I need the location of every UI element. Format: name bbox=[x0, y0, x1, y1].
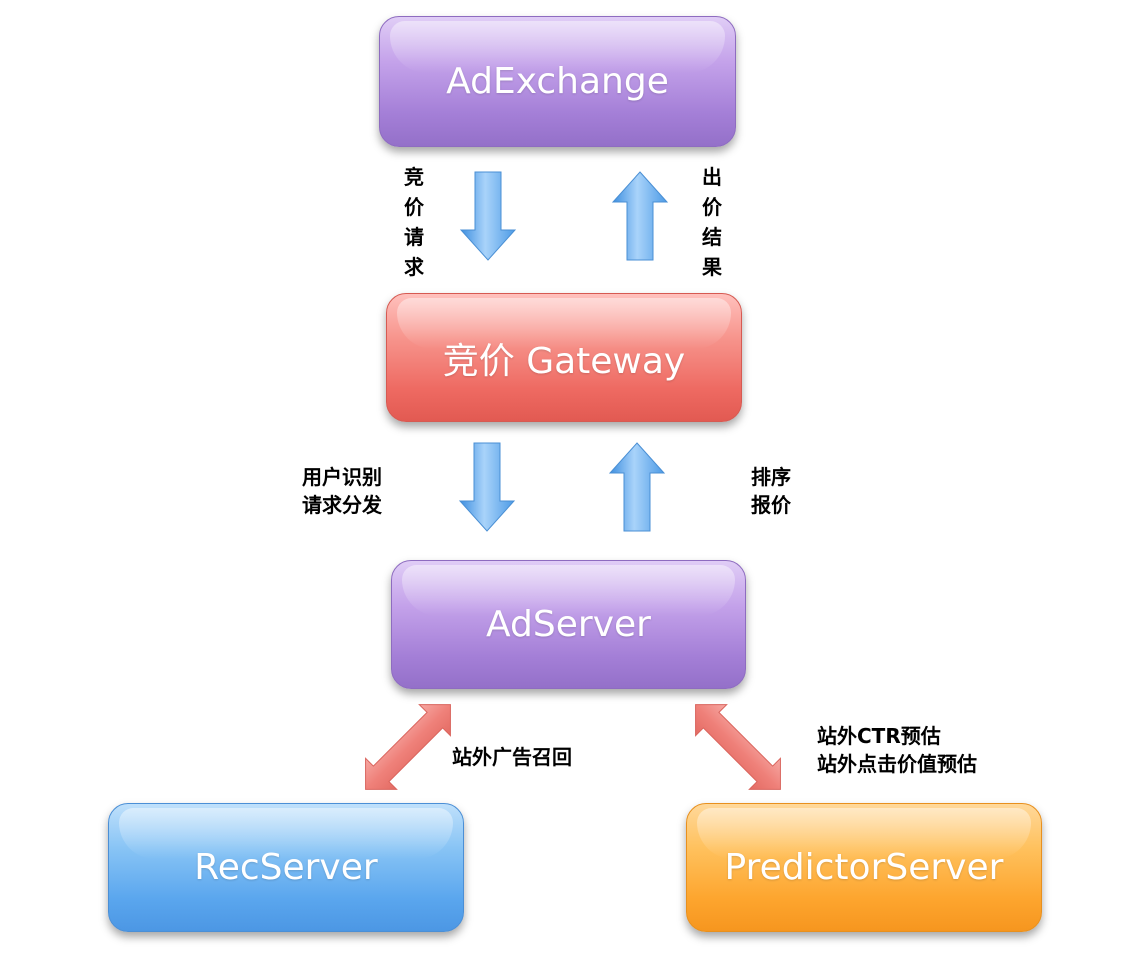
adserver-node: AdServer bbox=[391, 560, 746, 689]
user-identify-line-2: 请求分发 bbox=[302, 493, 382, 517]
bid-result-label: 出价结果 bbox=[702, 165, 722, 279]
double-arrow-icon bbox=[695, 704, 781, 790]
double-arrow-icon bbox=[365, 704, 451, 790]
user-identify-label: 用户识别 请求分发 bbox=[302, 463, 382, 519]
user-identify-line-1: 用户识别 bbox=[302, 465, 382, 489]
adexchange-node: AdExchange bbox=[379, 16, 736, 147]
up-arrow-icon bbox=[611, 171, 669, 261]
recserver-node: RecServer bbox=[108, 803, 464, 932]
predictor-node: PredictorServer bbox=[686, 803, 1042, 932]
recall-label: 站外广告召回 bbox=[452, 745, 572, 769]
predict-line-1: 站外CTR预估 bbox=[817, 724, 941, 748]
rank-quote-line-1: 排序 bbox=[751, 465, 791, 489]
recserver-label: RecServer bbox=[194, 847, 378, 888]
rank-quote-label: 排序 报价 bbox=[751, 463, 791, 519]
adexchange-label: AdExchange bbox=[446, 61, 669, 102]
predict-label: 站外CTR预估 站外点击价值预估 bbox=[817, 722, 977, 778]
down-arrow-icon bbox=[459, 171, 517, 261]
gateway-label: 竞价 Gateway bbox=[442, 340, 686, 382]
rank-quote-line-2: 报价 bbox=[751, 493, 791, 517]
bid-request-label: 竞价请求 bbox=[404, 165, 424, 279]
adserver-label: AdServer bbox=[486, 604, 651, 645]
up-arrow-icon bbox=[608, 442, 666, 532]
gateway-node: 竞价 Gateway bbox=[386, 293, 742, 422]
down-arrow-icon bbox=[458, 442, 516, 532]
predictor-label: PredictorServer bbox=[724, 847, 1004, 888]
predict-line-2: 站外点击价值预估 bbox=[817, 752, 977, 776]
